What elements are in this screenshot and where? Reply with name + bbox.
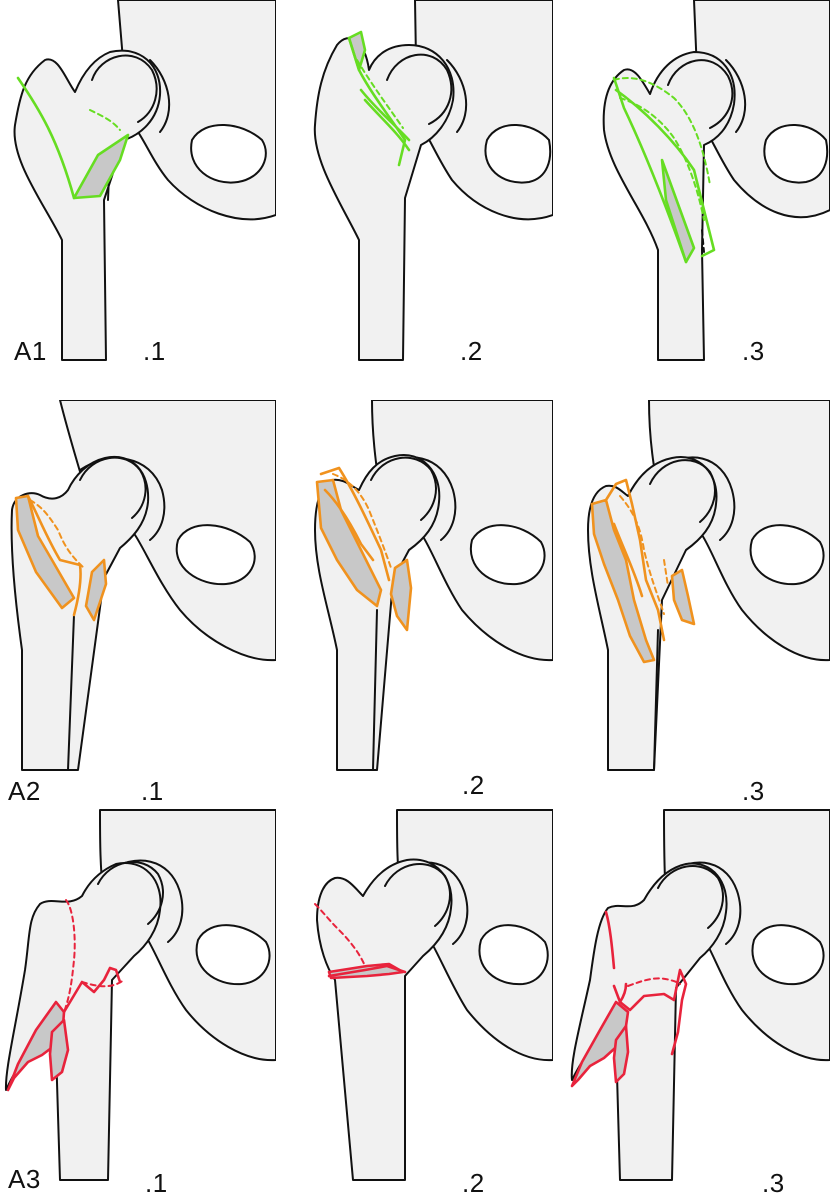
- fracture-fragment: [14, 494, 76, 610]
- femur: [4, 862, 162, 1181]
- fracture-fragment: [72, 133, 130, 200]
- group-label-a3: A3: [8, 1164, 41, 1194]
- panel-a3-3: [570, 809, 830, 1181]
- femur: [570, 862, 728, 1181]
- group-label-a1: A1: [14, 336, 47, 366]
- obturator-foramen: [749, 524, 825, 586]
- femoral-head-outline: [657, 864, 724, 929]
- fracture-line: [319, 466, 391, 582]
- sub-label-a1-2: .2: [460, 336, 483, 366]
- group-label-a2: A2: [8, 776, 41, 806]
- femoral-head-outline: [386, 53, 453, 125]
- femoral-head-outline: [649, 459, 716, 523]
- sub-label-a2-1: .1: [141, 776, 164, 806]
- obturator-foramen: [175, 524, 256, 586]
- fracture-line: [327, 964, 407, 978]
- fracture-line-vertical: [604, 910, 616, 970]
- obturator-foramen: [478, 924, 549, 986]
- sub-label-a3-1: .1: [145, 1168, 168, 1198]
- panel-a1-1: [13, 0, 276, 361]
- panel-a2-3: [587, 400, 830, 771]
- panel-a3-1: [4, 809, 276, 1181]
- fracture-line: [347, 36, 407, 167]
- fracture-fragment-lesser: [670, 568, 696, 626]
- fracture-fragment-lesser: [612, 1024, 630, 1084]
- obturator-foramen: [484, 124, 552, 184]
- fracture-fragment-lesser: [84, 558, 108, 622]
- fracture-line: [16, 76, 76, 200]
- femur: [13, 49, 162, 361]
- obturator-foramen: [469, 524, 546, 586]
- fracture-line: [612, 76, 688, 264]
- sub-label-a2-2: .2: [462, 770, 485, 800]
- obturator-foramen: [190, 124, 267, 184]
- sub-label-a1-1: .1: [143, 336, 166, 366]
- sub-label-a2-3: .3: [742, 776, 765, 806]
- fracture-line: [26, 494, 82, 617]
- fracture-line-dashed: [89, 109, 121, 131]
- femur: [313, 37, 455, 361]
- obturator-foramen: [195, 924, 271, 986]
- panel-a1-2: [313, 0, 553, 361]
- sub-label-a1-3: .3: [742, 336, 765, 366]
- fracture-fragment-lesser: [48, 1018, 70, 1082]
- femur: [316, 858, 453, 1181]
- panel-a3-2: [314, 809, 553, 1181]
- femoral-head-outline: [667, 59, 734, 129]
- femoral-head-outline: [370, 456, 437, 521]
- femur: [587, 456, 718, 771]
- femoral-head-outline: [79, 456, 147, 519]
- obturator-foramen: [751, 924, 825, 986]
- sub-label-a3-3: .3: [762, 1168, 785, 1198]
- obturator-foramen: [763, 124, 829, 184]
- panel-a2-1: [10, 400, 276, 771]
- fracture-fragment: [590, 498, 656, 664]
- fracture-fragment: [315, 478, 383, 608]
- panel-a2-2: [314, 400, 553, 771]
- panel-a1-3: [602, 0, 830, 361]
- sub-label-a3-2: .2: [462, 1168, 485, 1198]
- fracture-fragment-lesser: [389, 558, 413, 632]
- femoral-head-outline: [97, 860, 164, 925]
- femoral-head-outline: [91, 54, 158, 123]
- femoral-head-outline: [384, 862, 451, 927]
